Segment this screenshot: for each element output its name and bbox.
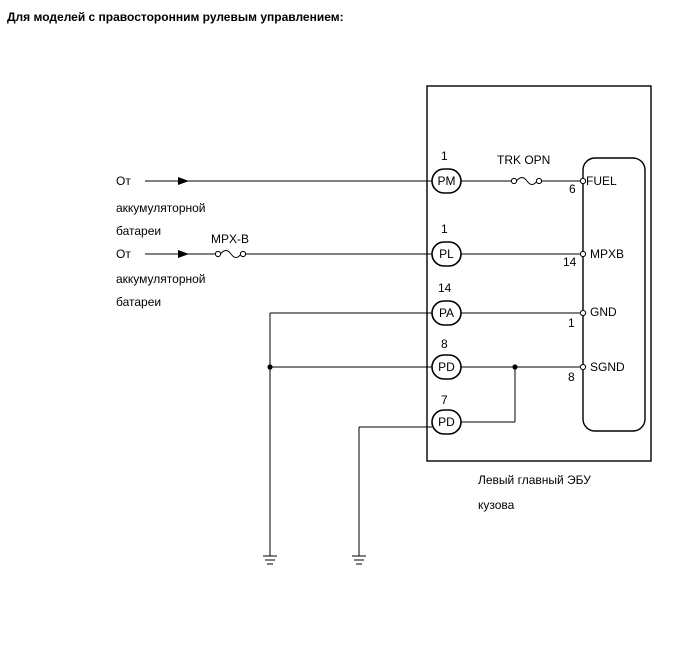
connector-pl-label: PL — [439, 247, 454, 261]
ecu-name-line1: Левый главный ЭБУ — [478, 473, 591, 487]
connector-pm — [431, 168, 462, 194]
terminal-mpxb-label: MPXB — [590, 247, 624, 261]
fuse-trk-opn-label: TRK OPN — [497, 153, 550, 167]
connector-pd-8-pin: 8 — [441, 337, 448, 351]
source-2-line1: аккумуляторной — [116, 272, 206, 286]
terminal-gnd-pin: 1 — [568, 316, 575, 330]
page-title: Для моделей с правосторонним рулевым упр… — [7, 10, 344, 24]
terminal-gnd — [579, 309, 587, 317]
terminal-mpxb — [579, 250, 587, 258]
arrow-icon — [178, 177, 189, 185]
source-1-line1: аккумуляторной — [116, 201, 206, 215]
source-1-line2: батареи — [116, 224, 161, 238]
terminal-fuel-label: FUEL — [586, 174, 617, 188]
inner-module — [582, 157, 646, 432]
source-2-from: От — [116, 247, 131, 261]
connector-pl — [431, 241, 462, 267]
terminal-gnd-label: GND — [590, 305, 617, 319]
ground-icon — [352, 555, 366, 565]
connector-pm-pin: 1 — [441, 149, 448, 163]
connector-pd-8 — [431, 354, 462, 380]
terminal-sgnd — [579, 363, 587, 371]
connector-pa-label: PA — [439, 306, 454, 320]
connector-pl-pin: 1 — [441, 222, 448, 236]
connector-pd-8-label: PD — [438, 360, 455, 374]
terminal-mpxb-pin: 14 — [563, 255, 577, 269]
connector-pm-label: PM — [438, 174, 456, 188]
connector-pd-7-label: PD — [438, 415, 455, 429]
terminal-sgnd-label: SGND — [590, 360, 625, 374]
ground-icon — [263, 555, 277, 565]
source-2-line2: батареи — [116, 295, 161, 309]
source-1-from: От — [116, 174, 131, 188]
ecu-name-line2: кузова — [478, 498, 515, 512]
connector-pa — [431, 300, 462, 326]
terminal-fuel-pin: 6 — [569, 182, 576, 196]
terminal-fuel — [579, 177, 587, 185]
connector-pa-pin: 14 — [438, 281, 452, 295]
connector-pd-7-pin: 7 — [441, 393, 448, 407]
terminal-sgnd-pin: 8 — [568, 370, 575, 384]
fuse-icon — [214, 250, 247, 258]
fuse-mpx-b-label: MPX-B — [211, 232, 249, 246]
arrow-icon — [178, 250, 189, 258]
